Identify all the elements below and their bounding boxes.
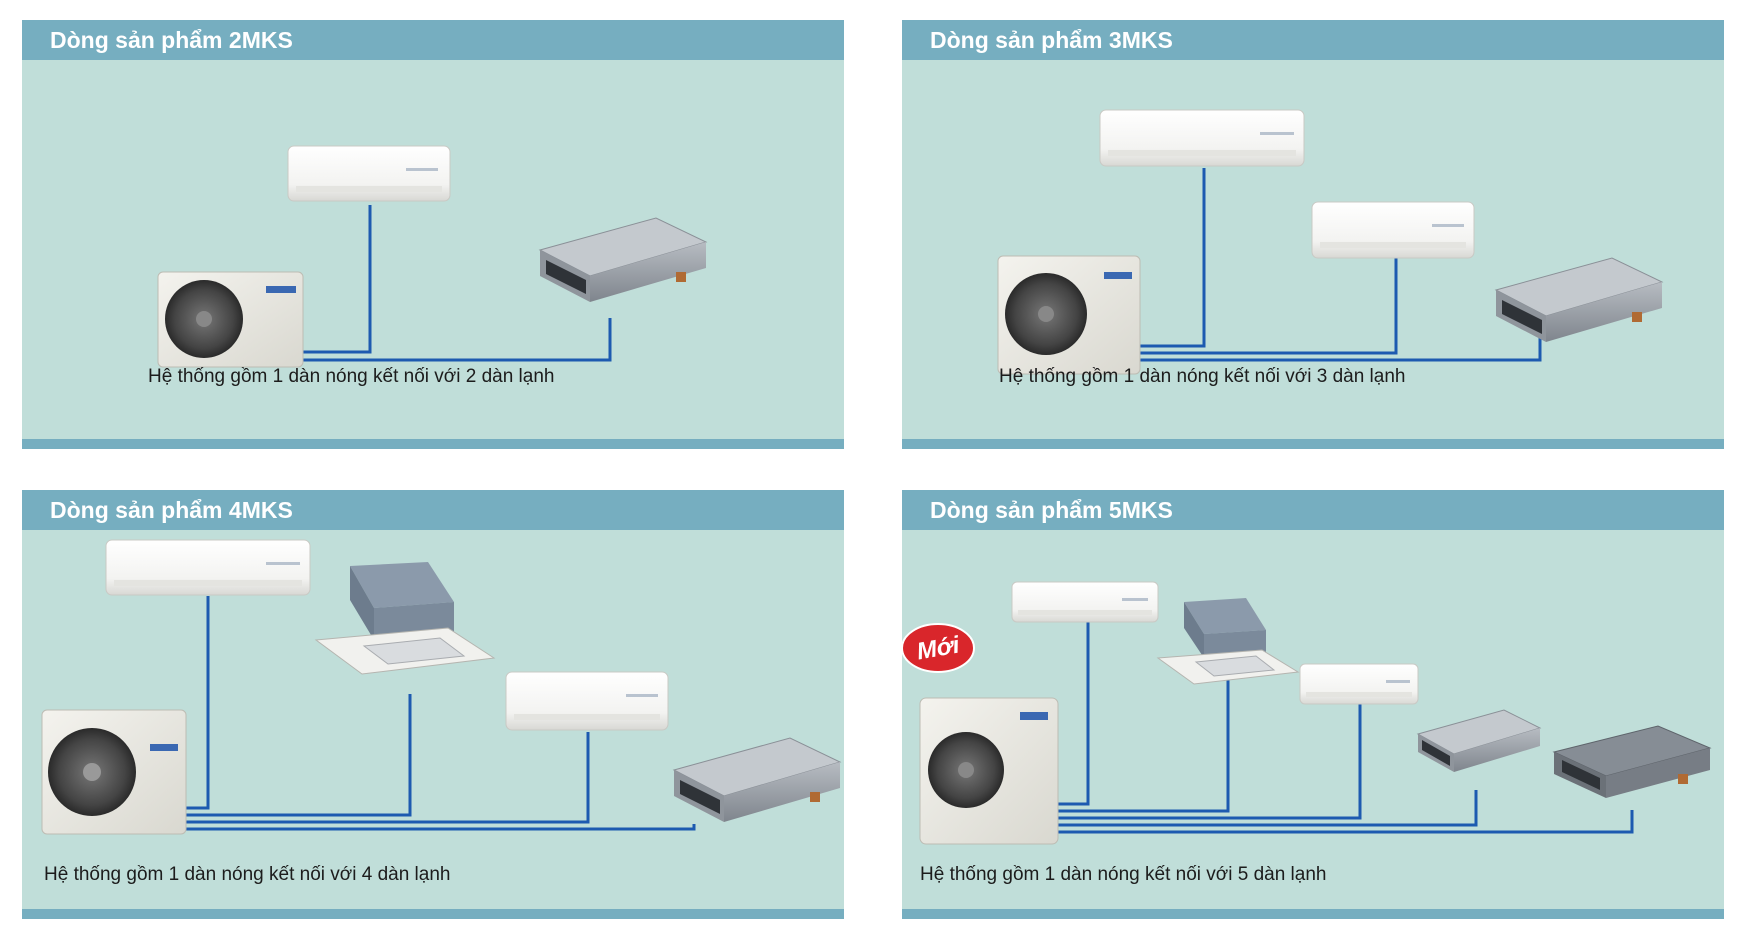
panel-header: Dòng sản phẩm 4MKS [22,490,844,530]
ducted-unit-icon [1416,709,1542,772]
panel-3mks: Dòng sản phẩm 3MKS [902,20,1724,449]
panel-footer [22,439,844,449]
system-diagram-4mks [41,539,842,835]
panel-caption: Hệ thống gồm 1 dàn nóng kết nối với 3 dà… [999,366,1406,387]
cassette-unit-icon [1156,598,1300,685]
panel-header: Dòng sản phẩm 5MKS [902,490,1724,530]
wall-unit-icon [1099,109,1305,167]
ducted-unit-icon [672,737,842,822]
panel-header: Dòng sản phẩm 3MKS [902,20,1724,60]
panel-2mks: Dòng sản phẩm 2MKS Hệ thống gồm 1 dàn nó… [22,20,844,449]
panel-caption: Hệ thống gồm 1 dàn nóng kết nối với 2 dà… [148,366,555,387]
wall-unit-icon [105,539,311,596]
panel-title: Dòng sản phẩm 2MKS [50,27,293,53]
panel-title: Dòng sản phẩm 3MKS [930,27,1173,53]
panel-title: Dòng sản phẩm 4MKS [50,497,293,523]
wall-unit-icon [505,671,669,731]
ducted-unit-icon [1552,725,1712,798]
panel-caption: Hệ thống gồm 1 dàn nóng kết nối với 4 dà… [44,864,451,885]
panel-caption: Hệ thống gồm 1 dàn nóng kết nối với 5 dà… [920,864,1327,885]
wall-unit-icon [1011,581,1159,623]
outdoor-unit-icon [41,709,187,835]
outdoor-unit-icon [997,255,1141,375]
system-diagram-5mks: Mới [902,581,1712,845]
panel-footer [22,909,844,919]
wall-unit-icon [1299,663,1419,705]
outdoor-unit-icon [157,271,304,368]
wall-unit-icon [287,145,451,202]
system-diagram-2mks [157,145,708,368]
panel-5mks: Dòng sản phẩm 5MKS [902,490,1724,919]
ducted-unit-icon [1494,257,1664,342]
outdoor-unit-icon [919,697,1059,845]
new-badge: Mới [902,623,975,673]
panel-4mks: Dòng sản phẩm 4MKS [22,490,844,919]
panel-title: Dòng sản phẩm 5MKS [930,497,1173,523]
panel-footer [902,909,1724,919]
system-diagram-3mks [997,109,1664,375]
cassette-unit-icon [314,562,496,675]
panel-footer [902,439,1724,449]
ducted-unit-icon [538,217,708,302]
panel-header: Dòng sản phẩm 2MKS [22,20,844,60]
wall-unit-icon [1311,201,1475,259]
